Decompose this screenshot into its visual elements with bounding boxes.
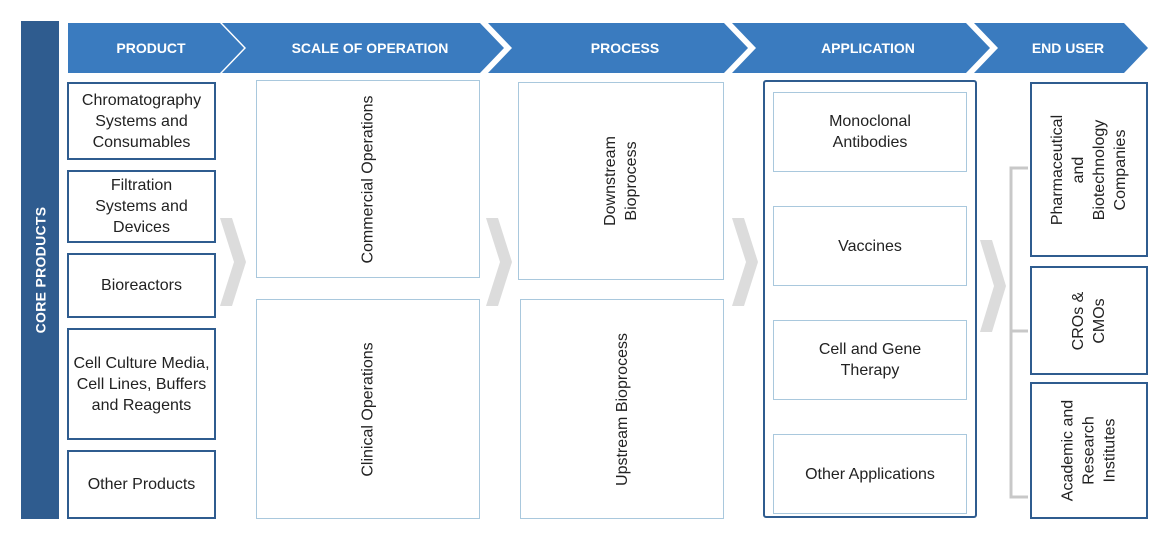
application-cell-gene-label: Cell and Gene Therapy <box>818 341 922 379</box>
application-cell-gene: Cell and Gene Therapy <box>773 320 967 400</box>
scale-clinical: Clinical Operations <box>256 299 480 519</box>
header-chevrons <box>68 23 1148 73</box>
header-scale-of-operation: SCALE OF OPERATION <box>291 40 449 56</box>
flow-arrow-2 <box>486 218 512 306</box>
application-group <box>763 80 977 518</box>
product-chromatography: Chromatography Systems and Consumables <box>67 82 216 160</box>
header-process: PROCESS <box>590 40 660 56</box>
product-filtration-label: Filtration Systems and Devices <box>95 177 188 236</box>
header-product: PRODUCT <box>116 40 186 56</box>
chevron-application <box>732 23 990 73</box>
core-products-label: CORE PRODUCTS <box>32 206 49 334</box>
flow-arrow-4 <box>980 240 1006 332</box>
header-end-user: END USER <box>1031 40 1105 56</box>
product-cell-culture-label: Cell Culture Media, Cell Lines, Buffers … <box>73 354 210 414</box>
application-mab: Monoclonal Antibodies <box>773 92 967 172</box>
scale-commercial-label: Commercial Operations <box>359 94 377 264</box>
chevron-process <box>488 23 748 73</box>
end-user-cros-label: CROs & CMOs <box>1070 291 1108 350</box>
application-mab-label: Monoclonal Antibodies <box>829 113 911 151</box>
chevron-product <box>68 23 244 73</box>
core-products-bar: CORE PRODUCTS <box>21 21 59 519</box>
scale-commercial: Commercial Operations <box>256 80 480 278</box>
product-filtration: Filtration Systems and Devices <box>67 170 216 243</box>
process-downstream: Downstream Bioprocess <box>518 82 724 280</box>
process-upstream-label: Upstream Bioprocess <box>613 332 631 486</box>
application-other-label: Other Applications <box>805 465 935 483</box>
process-upstream: Upstream Bioprocess <box>520 299 724 519</box>
application-vaccines: Vaccines <box>773 206 967 286</box>
scale-clinical-label: Clinical Operations <box>359 341 377 477</box>
product-bioreactors: Bioreactors <box>67 253 216 318</box>
end-user-academic: Academic and Research Institutes <box>1030 382 1148 519</box>
flow-arrow-1 <box>220 218 246 306</box>
product-other: Other Products <box>67 450 216 519</box>
flow-arrow-3 <box>732 218 758 306</box>
chevron-scale <box>222 23 504 73</box>
product-chromatography-label: Chromatography Systems and Consumables <box>81 91 202 151</box>
application-vaccines-label: Vaccines <box>838 237 902 255</box>
application-other: Other Applications <box>773 434 967 514</box>
product-other-label: Other Products <box>87 476 196 493</box>
end-user-bracket <box>1009 166 1028 499</box>
chevron-end-user <box>974 23 1148 73</box>
end-user-pharma: Pharmaceutical and Biotechnology Compani… <box>1030 82 1148 257</box>
end-user-cros: CROs & CMOs <box>1030 266 1148 375</box>
product-bioreactors-label: Bioreactors <box>101 277 182 294</box>
end-user-pharma-label: Pharmaceutical and Biotechnology Compani… <box>1049 114 1129 225</box>
product-cell-culture: Cell Culture Media, Cell Lines, Buffers … <box>67 328 216 440</box>
end-user-academic-label: Academic and Research Institutes <box>1059 399 1119 502</box>
process-downstream-label: Downstream Bioprocess <box>602 136 640 226</box>
header-application: APPLICATION <box>821 40 915 56</box>
